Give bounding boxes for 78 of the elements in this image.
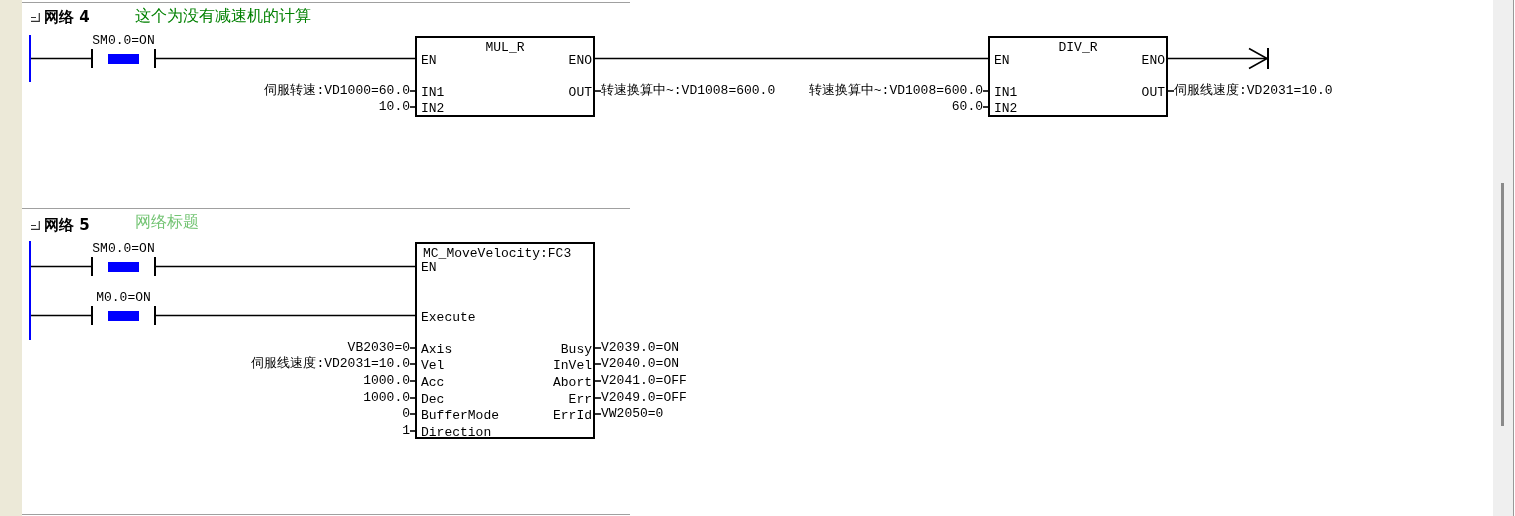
operand-label: 转速换算中~:VD1008=600.0 bbox=[808, 84, 983, 98]
pin-label: Abort bbox=[553, 376, 592, 390]
operand-label: 60.0 bbox=[951, 100, 983, 114]
connection-line bbox=[30, 314, 92, 317]
connection-line bbox=[982, 90, 989, 92]
connection-line bbox=[409, 363, 416, 365]
operand-label: 伺服转速:VD1000=60.0 bbox=[264, 84, 410, 98]
connection-line bbox=[155, 57, 416, 60]
operand-label: V2049.0=OFF bbox=[601, 391, 687, 405]
connection-line bbox=[982, 106, 989, 108]
operand-label: VB2030=0 bbox=[347, 341, 410, 355]
connection-line bbox=[409, 347, 416, 349]
pin-label: Err bbox=[568, 393, 592, 407]
operand-label: 1000.0 bbox=[363, 391, 410, 405]
pin-label: OUT bbox=[568, 86, 592, 100]
connection-line bbox=[409, 430, 416, 432]
connection-line bbox=[30, 57, 92, 60]
pin-label: Execute bbox=[421, 311, 476, 325]
pin-label: InVel bbox=[553, 359, 592, 373]
operand-label: 0 bbox=[402, 407, 410, 421]
operand-label: 10.0 bbox=[378, 100, 410, 114]
connection-line bbox=[155, 314, 416, 317]
connection-line bbox=[409, 413, 416, 415]
pin-label: IN1 bbox=[421, 86, 445, 100]
pin-label: OUT bbox=[1141, 86, 1165, 100]
connection-line bbox=[594, 90, 602, 92]
pin-label: EN bbox=[421, 261, 437, 275]
pin-label: Dec bbox=[421, 393, 445, 407]
connection-line bbox=[594, 413, 602, 415]
connection-line bbox=[1167, 90, 1175, 92]
operand-label: 伺服线速度:VD2031=10.0 bbox=[251, 357, 410, 371]
operand-label: V2041.0=OFF bbox=[601, 374, 687, 388]
pin-label: Axis bbox=[421, 343, 453, 357]
pin-label: Vel bbox=[421, 359, 445, 373]
connection-line bbox=[409, 397, 416, 399]
connection-line bbox=[155, 265, 416, 268]
operand-label: 1 bbox=[402, 424, 410, 438]
connection-line bbox=[409, 380, 416, 382]
arrow bbox=[1167, 47, 1268, 70]
pin-label: EN bbox=[421, 54, 437, 68]
pin-label: Acc bbox=[421, 376, 445, 390]
network-title: 网络 4 bbox=[44, 7, 90, 27]
network-comment: 这个为没有减速机的计算 bbox=[135, 6, 311, 26]
function-block bbox=[415, 242, 595, 439]
function-block bbox=[415, 36, 595, 117]
connection-line bbox=[409, 106, 416, 108]
connection-line bbox=[594, 397, 602, 399]
operand-label: V2040.0=ON bbox=[601, 357, 679, 371]
pin-label: ErrId bbox=[553, 409, 592, 423]
block-title: MC_MoveVelocity:FC3 bbox=[423, 247, 572, 261]
pin-label: ENO bbox=[568, 54, 592, 68]
connection-line bbox=[30, 265, 92, 268]
pin-label: IN2 bbox=[994, 102, 1018, 116]
connection-line bbox=[594, 380, 602, 382]
network-comment: 网络标题 bbox=[135, 212, 199, 232]
connection-line bbox=[594, 347, 602, 349]
operand-label: 伺服线速度:VD2031=10.0 bbox=[1174, 84, 1333, 98]
contact-label: SM0.0=ON bbox=[92, 242, 155, 256]
operand-label: V2039.0=ON bbox=[601, 341, 679, 355]
pin-label: Busy bbox=[560, 343, 592, 357]
function-block bbox=[988, 36, 1168, 117]
contact-label: SM0.0=ON bbox=[92, 34, 155, 48]
pin-label: IN2 bbox=[421, 102, 445, 116]
network-title: 网络 5 bbox=[44, 215, 90, 235]
pin-label: Direction bbox=[421, 426, 492, 440]
connection-line bbox=[594, 57, 989, 60]
connection-line bbox=[409, 90, 416, 92]
pin-label: BufferMode bbox=[421, 409, 499, 423]
operand-label: 1000.0 bbox=[363, 374, 410, 388]
block-title: DIV_R bbox=[1058, 41, 1098, 55]
pin-label: IN1 bbox=[994, 86, 1018, 100]
block-title: MUL_R bbox=[485, 41, 525, 55]
pin-label: ENO bbox=[1141, 54, 1165, 68]
contact-label: M0.0=ON bbox=[96, 291, 151, 305]
pin-label: EN bbox=[994, 54, 1010, 68]
connection-line bbox=[594, 363, 602, 365]
operand-label: VW2050=0 bbox=[601, 407, 664, 421]
operand-label: 转速换算中~:VD1008=600.0 bbox=[601, 84, 776, 98]
